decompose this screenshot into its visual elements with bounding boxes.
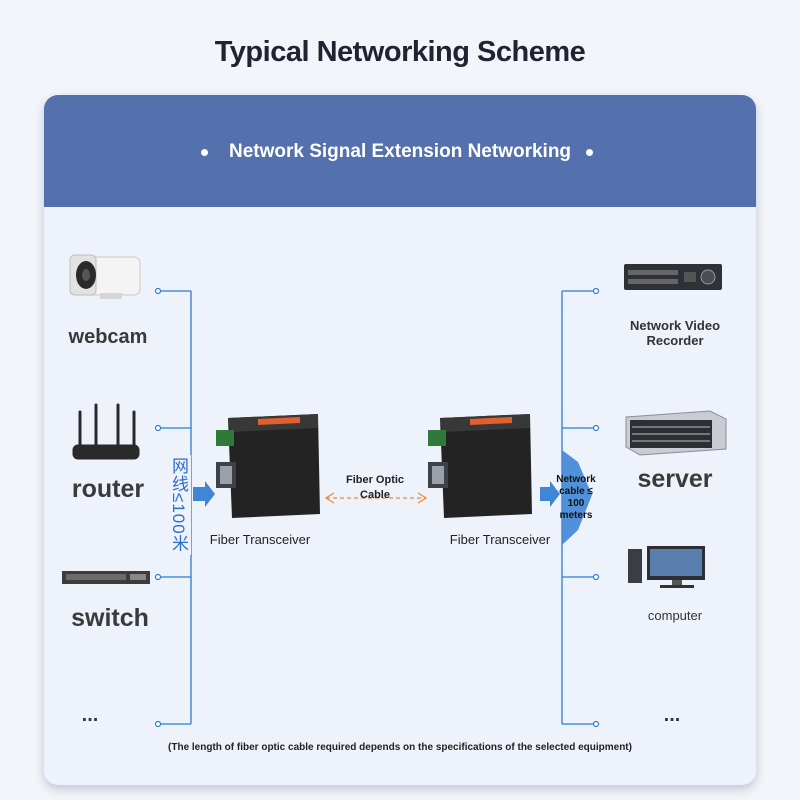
server-icon (625, 410, 727, 456)
banner: Network Signal Extension Networking (44, 95, 756, 207)
fiber-transceiver-icon (428, 414, 532, 518)
connector-node (592, 287, 600, 295)
right-cable-tab (562, 450, 592, 545)
bullet-dot-left (201, 149, 208, 156)
router-icon (72, 403, 140, 460)
device-label-computer: computer (647, 608, 703, 623)
device-label-server: server (637, 465, 713, 493)
switch-icon (62, 571, 150, 584)
left-connection-lines (158, 290, 192, 725)
transceiver-label-right: Fiber Transceiver (449, 532, 551, 547)
connector-node (592, 573, 600, 581)
device-label-nvr: Network Video Recorder (629, 318, 721, 348)
fiber-optic-arrow (324, 492, 428, 504)
left-cable-length-note: 网线≤100米 (166, 455, 191, 555)
connector-node (592, 424, 600, 432)
bullet-dot-right (586, 149, 593, 156)
device-label-router: router (71, 475, 145, 503)
device-label-more: ... (81, 704, 99, 726)
device-label-switch: switch (71, 604, 149, 632)
arrow-right-icon (193, 481, 215, 507)
connector-node (592, 720, 600, 728)
device-label-webcam: webcam (68, 326, 148, 348)
page-title: Typical Networking Scheme (214, 36, 586, 68)
connector-node (154, 720, 162, 728)
arrow-right-icon (540, 481, 560, 507)
fiber-optic-label: Fiber Optic Cable (345, 474, 405, 501)
banner-title: Network Signal Extension Networking (228, 141, 572, 162)
device-label-more: ... (663, 704, 681, 726)
transceiver-label-left: Fiber Transceiver (209, 532, 311, 547)
connector-node (154, 287, 162, 295)
webcam-icon (69, 254, 141, 299)
connector-node (154, 573, 162, 581)
fiber-transceiver-icon (216, 414, 320, 518)
network-video-recorder-icon (624, 264, 722, 290)
footnote: (The length of fiber optic cable require… (168, 742, 632, 753)
computer-icon (628, 546, 705, 588)
right-cable-length-note: Network cable ≤ 100 meters (556, 474, 596, 521)
connector-node (154, 424, 162, 432)
